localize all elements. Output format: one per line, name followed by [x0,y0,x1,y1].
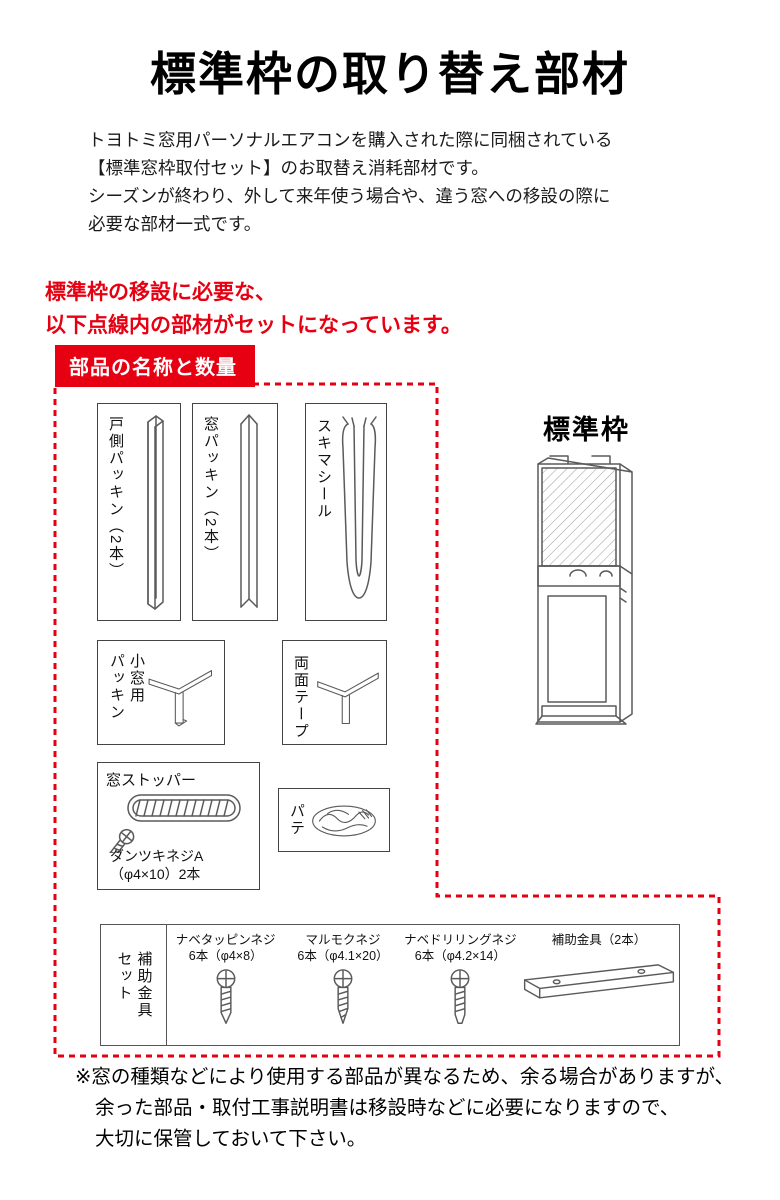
part-box-putty: パテ [278,788,390,852]
window-stopper-screw-note: ダンツキネジA （φ4×10）2本 [110,848,204,882]
hardware-column-pan-tapping-screw: ナベタッピンネジ 6本（φ4×8） [167,925,284,1045]
window-packing-label: 窓パッキン（2本） [202,416,219,563]
hardware-column-drilling-screw: ナベドリリングネジ 6本（φ4.2×14） [402,925,519,1045]
hardware-table-left-cell: 補助金具 セット [101,925,167,1045]
window-packing-illustration-icon [240,414,258,608]
door-packing-illustration-icon [147,415,164,610]
hardware-set-table: 補助金具 セット ナベタッピンネジ 6本（φ4×8） マルモクネジ 6本（φ4.… [100,924,680,1046]
gap-seal-illustration-icon [341,416,377,599]
footnote-line-3: 大切に保管しておいて下さい。 [95,1128,367,1150]
door-packing-label: 戸側パッキン（2本） [107,416,124,580]
standard-frame-illustration [535,455,633,725]
small-window-packing-illustration-icon [148,670,213,727]
drilling-screw-icon [450,969,470,1024]
intro-paragraph: トヨトミ窓用パーソナルエアコンを購入された際に同梱されている 【標準窓枠取付セッ… [88,130,613,234]
aux-bracket-label: 補助金具（2本） [551,933,647,947]
red-note-text: 標準枠の移設に必要な、 以下点線内の部材がセットになっています。 [45,281,462,337]
gap-seal-label: スキマシール [315,418,332,520]
double-sided-tape-illustration-icon [317,672,379,725]
small-window-packing-label: 小窓用 パッキン [108,653,145,721]
footnote-line-2: 余った部品・取付工事説明書は移設時などに必要になりますので、 [95,1097,680,1119]
wood-screw-label: マルモクネジ 6本（φ4.1×20） [297,933,389,963]
hardware-column-wood-screw: マルモクネジ 6本（φ4.1×20） [284,925,401,1045]
window-stopper-label: 窓ストッパー [106,772,197,789]
window-stopper-illustration-icon [107,794,241,853]
wood-screw-icon [333,969,353,1024]
part-box-gap-seal: スキマシール [305,403,387,621]
pan-tapping-screw-icon [216,969,236,1024]
pan-tapping-screw-label: ナベタッピンネジ 6本（φ4×8） [175,933,276,963]
putty-label: パテ [288,803,305,837]
double-sided-tape-label: 両面テープ [292,655,309,740]
footnote-line-1: ※窓の種類などにより使用する部品が異なるため、余る場合がありますが、 [75,1066,735,1088]
part-box-window-packing: 窓パッキン（2本） [192,403,278,621]
hardware-set-label: 補助金具 セット [115,951,153,1019]
standard-frame-label: 標準枠 [543,415,630,445]
footnote: ※窓の種類などにより使用する部品が異なるため、余る場合がありますが、 余った部品… [75,1062,735,1155]
section-label-badge: 部品の名称と数量 [55,345,255,387]
aux-bracket-icon [523,964,675,999]
hardware-column-aux-bracket: 補助金具（2本） [519,925,679,1045]
drilling-screw-label: ナベドリリングネジ 6本（φ4.2×14） [404,933,517,963]
part-box-door-packing: 戸側パッキン（2本） [97,403,181,621]
part-box-double-sided-tape: 両面テープ [282,640,387,745]
part-box-window-stopper: 窓ストッパー ダンツキネジA （φ4×10）2本 [97,762,260,890]
putty-illustration-icon [312,805,376,837]
page-title: 標準枠の取り替え部材 [150,48,630,100]
part-box-small-window-packing: 小窓用 パッキン [97,640,225,745]
